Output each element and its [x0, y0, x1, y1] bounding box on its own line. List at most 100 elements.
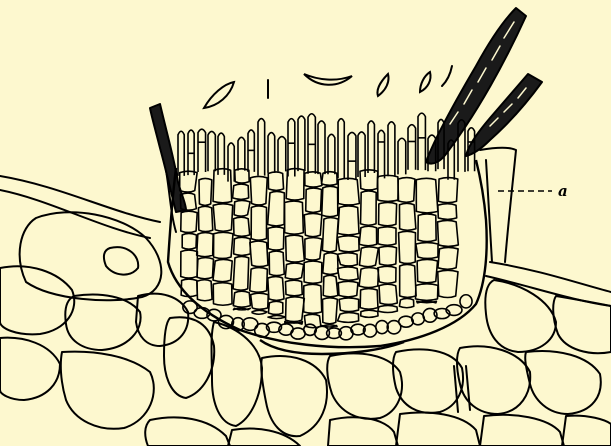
- host-cell: [327, 353, 402, 418]
- tissue-cell: [285, 280, 302, 296]
- paraphysis: [258, 119, 265, 176]
- tissue-cell: [438, 178, 457, 203]
- paraphysis: [408, 125, 416, 170]
- tissue-cell: [199, 178, 212, 205]
- host-cell: [0, 266, 74, 334]
- paraphysis: [348, 132, 356, 180]
- tissue-cell: [417, 259, 437, 282]
- paraphysis: [178, 131, 184, 176]
- paraphysis: [208, 131, 215, 171]
- tissue-cell: [417, 301, 437, 303]
- paraphysis: [268, 133, 275, 173]
- tissue-cell: [323, 298, 338, 324]
- tissue-cell: [197, 233, 213, 257]
- tissue-cell: [233, 308, 250, 310]
- spore: [442, 66, 452, 86]
- tissue-cell: [338, 313, 359, 323]
- spore: [204, 82, 234, 108]
- tissue-cell: [213, 259, 232, 281]
- tissue-cell: [233, 256, 249, 290]
- tissue-cell: [379, 246, 397, 265]
- tissue-cell: [250, 241, 268, 266]
- tissue-cell: [198, 206, 212, 231]
- tissue-cell: [399, 231, 416, 263]
- tissue-cell: [378, 305, 397, 312]
- tissue-cell: [338, 267, 359, 280]
- tissue-cell: [339, 298, 358, 312]
- tissue-cell: [438, 247, 458, 269]
- paraphysis: [238, 137, 245, 170]
- tissue-cell: [322, 186, 338, 216]
- host-cell: [480, 415, 564, 446]
- tissue-cell: [305, 172, 322, 187]
- tissue-cell: [268, 277, 284, 301]
- tissue-cell: [268, 315, 285, 318]
- paraphysis: [418, 113, 425, 170]
- tissue-cell: [361, 191, 377, 225]
- tissue-cell: [359, 247, 378, 267]
- paraphysis: [198, 129, 206, 172]
- paraphysis: [368, 121, 374, 173]
- tissue-cell: [213, 204, 233, 231]
- tissue-cell: [251, 206, 266, 240]
- tissue-cell: [360, 289, 378, 310]
- tissue-cell: [233, 184, 249, 199]
- tissue-cell: [438, 220, 459, 246]
- label-a: a: [558, 182, 568, 200]
- tissue-cell: [268, 191, 285, 226]
- tissue-cell: [416, 284, 438, 301]
- tissue-cell: [269, 251, 284, 275]
- host-cell: [164, 317, 214, 398]
- tissue-cell: [398, 178, 415, 203]
- host-cell: [104, 247, 138, 274]
- tissue-cell: [338, 206, 359, 235]
- tissue-cell: [379, 284, 397, 304]
- tissue-cell: [304, 261, 322, 283]
- tissue-cell: [268, 227, 284, 250]
- tissue-cell: [399, 298, 413, 307]
- tissue-cell: [181, 279, 197, 297]
- tissue-cell: [416, 178, 438, 213]
- tissue-cell: [214, 232, 233, 258]
- host-layer: [490, 262, 611, 292]
- tissue-cell: [250, 176, 267, 205]
- host-cell: [553, 296, 611, 353]
- basal-cell: [376, 321, 388, 334]
- tissue-cell: [306, 188, 322, 212]
- tissue-cell: [234, 217, 250, 236]
- paraphysis: [378, 130, 385, 178]
- host-cell: [0, 338, 60, 400]
- tissue-cell: [400, 264, 416, 297]
- tissue-cell: [181, 211, 197, 232]
- tissue-cell: [251, 293, 269, 309]
- tissue-cell: [338, 236, 360, 252]
- spore: [420, 72, 431, 92]
- paraphysis: [298, 116, 305, 171]
- host-cell: [228, 429, 300, 446]
- tissue-cell: [338, 178, 359, 205]
- tissue-cell: [213, 283, 232, 306]
- host-cell: [136, 294, 188, 346]
- tissue-cell: [197, 280, 212, 301]
- host-cell: [145, 417, 230, 446]
- host-cell: [212, 322, 263, 426]
- tissue-cell: [305, 238, 322, 260]
- tissue-cell: [379, 202, 397, 225]
- tissue-cell: [233, 291, 250, 307]
- paraphysis: [278, 137, 286, 172]
- tissue-cell: [285, 263, 303, 279]
- tissue-cell: [378, 266, 396, 283]
- host-cell: [328, 417, 398, 446]
- tissue-cell: [378, 227, 396, 246]
- tissue-cell: [304, 213, 322, 236]
- paraphysis: [318, 121, 325, 174]
- tissue-cell: [252, 310, 267, 314]
- host-cell: [396, 413, 480, 446]
- tissue-cell: [359, 226, 376, 246]
- tissue-cell: [438, 270, 458, 297]
- tissue-cell: [286, 297, 305, 322]
- host-cell: [525, 351, 601, 414]
- tissue-cell: [361, 310, 378, 317]
- host-cell: [61, 352, 154, 429]
- paraphysis: [388, 122, 395, 176]
